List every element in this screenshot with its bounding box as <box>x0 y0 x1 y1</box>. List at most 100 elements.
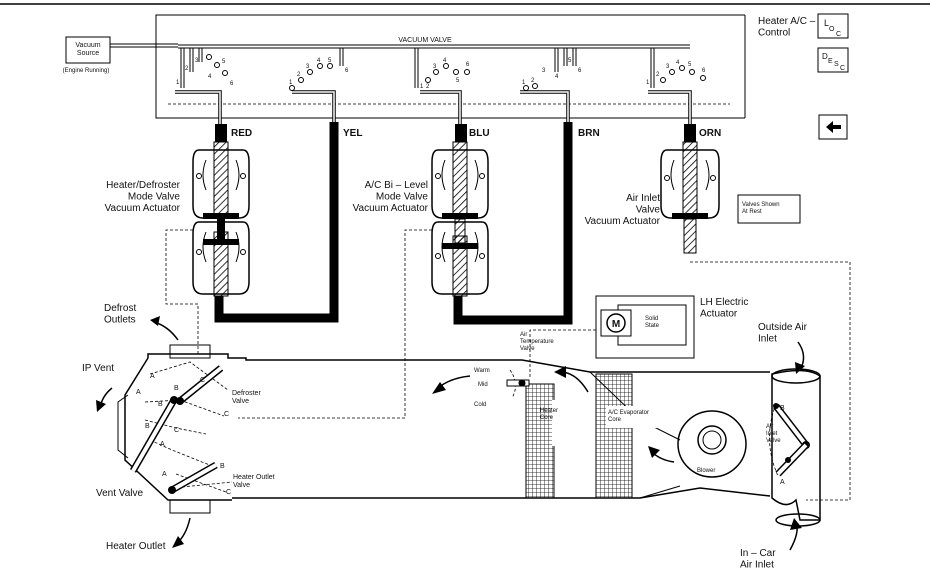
defrost-linkage <box>165 229 199 354</box>
desc-button[interactable]: D E S C <box>817 47 849 73</box>
port-number: 6 <box>230 81 234 87</box>
ac-bilevel-actuator <box>431 141 489 297</box>
heater-ac-control-label: Heater A/C –Control <box>758 16 816 39</box>
port-number: 2 <box>656 72 660 78</box>
heater-outlet-label: Heater Outlet <box>106 541 166 552</box>
loc-button[interactable]: L O C <box>817 13 849 39</box>
port-number: 6 <box>345 68 349 74</box>
loc-button-letter: O <box>829 26 835 33</box>
air-inlet-linkage <box>690 261 851 501</box>
heater-core <box>525 383 555 499</box>
position-letter: A <box>136 389 141 396</box>
hose-label-blu: BLU <box>469 128 490 139</box>
defroster-valve <box>176 365 224 405</box>
heater-outlet-flange <box>169 499 211 514</box>
ip-vent-flange <box>117 394 129 459</box>
hose-label-brn: BRN <box>578 128 600 139</box>
valve-port-group-4: 1 2 3 4 5 6 <box>522 48 582 91</box>
heater-defroster-actuator <box>192 141 250 297</box>
port-number: 1 <box>176 80 180 86</box>
warm-label: Warm <box>474 368 490 374</box>
hose-connector-blu <box>455 124 467 142</box>
hose-label-yel: YEL <box>343 128 362 139</box>
port-number: 6 <box>466 62 470 68</box>
evaporator-label-bg <box>606 406 664 428</box>
port-number: 2 <box>297 72 301 78</box>
motor-label: M <box>612 319 620 330</box>
valve-port-group-2: 1 2 3 4 5 6 <box>289 48 349 91</box>
heater-core-label-bg <box>552 400 590 446</box>
port-number: 1 <box>646 80 650 86</box>
hose-connector-red <box>215 124 227 142</box>
port-number: 5 <box>688 62 692 68</box>
vent-valve-label: Vent Valve <box>96 488 144 499</box>
desc-button-letter: C <box>840 65 845 72</box>
port-number: 4 <box>443 58 447 64</box>
bilevel-linkage <box>238 229 432 419</box>
port-number: 3 <box>433 64 437 70</box>
motor-icon <box>606 313 626 333</box>
cold-label: Cold <box>474 402 486 408</box>
evaporator-core <box>595 373 633 499</box>
port-number: 5 <box>456 78 460 84</box>
hose-connector-orn <box>684 124 696 142</box>
mid-label: Mid <box>478 382 488 388</box>
position-letter: C <box>224 411 229 418</box>
air-inlet-duct <box>769 368 821 527</box>
port-number: 3 <box>666 64 670 70</box>
valves-at-rest-note <box>737 194 801 224</box>
position-letter: B <box>780 405 785 412</box>
position-letter: B <box>145 423 150 430</box>
desc-button-letter: D <box>822 52 828 61</box>
back-button[interactable] <box>818 114 848 140</box>
loc-button-letter: C <box>836 31 841 38</box>
desc-button-letter: S <box>834 61 839 68</box>
port-number: 5 <box>568 58 572 64</box>
position-letter: A <box>780 479 785 486</box>
port-number: 4 <box>555 74 559 80</box>
position-letter: C <box>226 489 231 496</box>
port-number: 6 <box>702 68 706 74</box>
valve-port-group-5: 1 2 3 4 5 6 <box>646 48 706 88</box>
port-number: 4 <box>676 60 680 66</box>
ip-vent-label: IP Vent <box>82 363 114 374</box>
port-number: 3 <box>306 64 310 70</box>
flow-arrows <box>96 316 805 551</box>
air-inlet-actuator <box>660 141 720 254</box>
port-number: 2 <box>426 84 430 90</box>
port-number: 1 <box>420 84 424 90</box>
port-number: 2 <box>531 78 535 84</box>
port-number: 5 <box>328 58 332 64</box>
valve-port-group-1: 1 2 3 4 5 6 <box>176 48 234 88</box>
desc-button-letter: E <box>828 58 833 65</box>
port-number: 4 <box>317 58 321 64</box>
position-letter: C <box>174 427 179 434</box>
yellow-vacuum-hose <box>214 122 339 323</box>
position-letter: B <box>174 385 179 392</box>
brown-vacuum-hose <box>453 122 573 325</box>
port-number: 4 <box>208 74 212 80</box>
port-number: 6 <box>578 68 582 74</box>
valve-port-group-3: 1 2 3 4 5 6 <box>414 48 470 90</box>
loc-button-letter: L <box>824 18 829 28</box>
heater-outlet-valve <box>168 461 218 494</box>
hose-label-red: RED <box>231 128 252 139</box>
position-letter: A <box>160 441 165 448</box>
engine-running-label: (Engine Running) <box>63 68 110 74</box>
